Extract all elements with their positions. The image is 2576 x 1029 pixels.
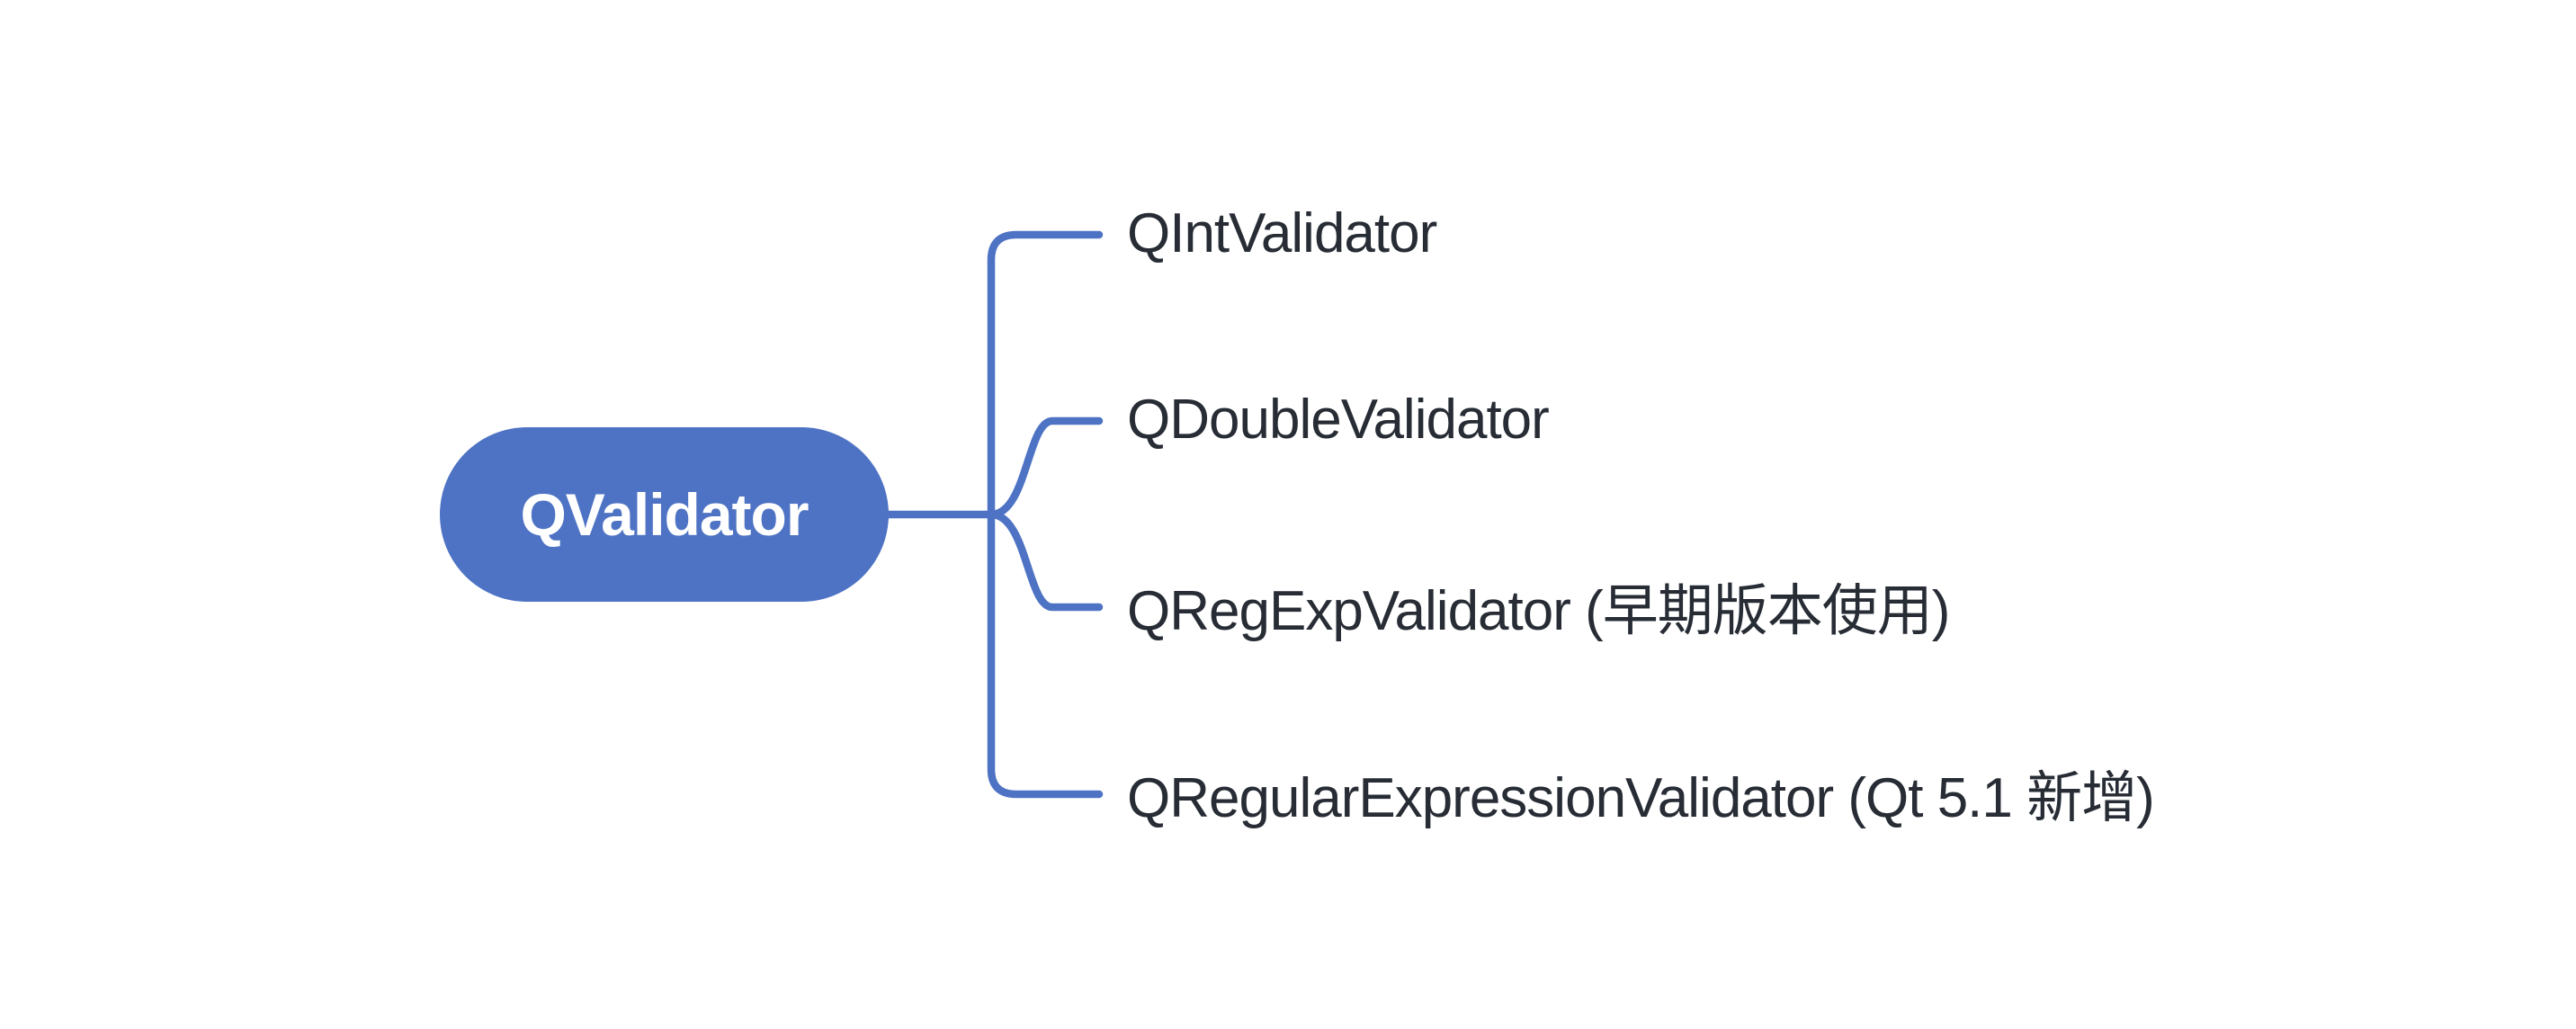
child-node-qdoublevalidator[interactable]: QDoubleValidator bbox=[1127, 389, 1550, 452]
branch-line-3 bbox=[987, 510, 1104, 612]
branch-line-2 bbox=[987, 416, 1104, 519]
trunk-line bbox=[987, 230, 1104, 799]
root-node-label: QValidator bbox=[520, 481, 809, 548]
child-node-qregularexpressionvalidator[interactable]: QRegularExpressionValidator (Qt 5.1 新增) bbox=[1127, 767, 2155, 830]
child-node-qregexpvalidator[interactable]: QRegExpValidator (早期版本使用) bbox=[1127, 580, 1950, 643]
child-node-qintvalidator[interactable]: QIntValidator bbox=[1127, 202, 1437, 265]
root-node[interactable]: QValidator bbox=[440, 427, 889, 602]
